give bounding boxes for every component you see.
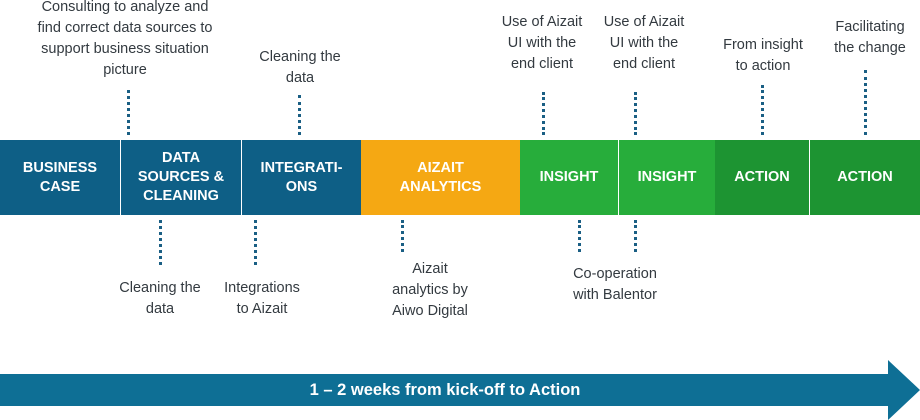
connector-above-insight-2	[634, 92, 637, 135]
stage-business-case: BUSINESS CASE	[0, 140, 120, 215]
connector-below-aizait-analytics	[401, 220, 404, 252]
connector-below-integrations	[254, 220, 257, 265]
stage-insight-1: INSIGHT	[520, 140, 618, 215]
note-below-aizait-analytics: Aizait analytics by Aiwo Digital	[392, 261, 468, 319]
stage-action-1: ACTION	[715, 140, 809, 215]
timeline-arrow	[0, 360, 920, 420]
note-below-insight: Co-operation with Balentor	[573, 266, 657, 303]
timeline-arrow-shape	[0, 360, 920, 420]
connector-below-data-sources	[159, 220, 162, 265]
stage-integrations: INTEGRATI- ONS	[241, 140, 361, 215]
connector-below-insight-1	[578, 220, 581, 252]
timeline-label: 1 – 2 weeks from kick-off to Action	[309, 380, 581, 399]
connector-above-insight-1	[542, 92, 545, 135]
connector-above-business-case	[127, 90, 130, 135]
note-above-action-1: From insight to action	[723, 37, 803, 74]
connector-above-action-1	[761, 85, 764, 135]
stage-data-sources-cleaning: DATA SOURCES & CLEANING	[120, 140, 241, 215]
stage-insight-2: INSIGHT	[618, 140, 715, 215]
note-above-integrations: Cleaning the data	[259, 49, 341, 86]
connector-above-integrations	[298, 95, 301, 135]
connector-below-insight-2	[634, 220, 637, 252]
stage-aizait-analytics: AIZAIT ANALYTICS	[361, 140, 520, 215]
note-above-action-2: Facilitating the change	[834, 19, 906, 56]
note-above-insight-2: Use of Aizait UI with the end client	[603, 14, 685, 72]
stage-action-2: ACTION	[809, 140, 920, 215]
note-above-business-case: Consulting to analyze and find correct d…	[37, 0, 213, 78]
note-above-insight-1: Use of Aizait UI with the end client	[501, 14, 583, 72]
connector-above-action-2	[864, 70, 867, 135]
note-below-integrations: Integrations to Aizait	[224, 280, 300, 317]
note-below-data-sources: Cleaning the data	[119, 280, 201, 317]
stage-bar: BUSINESS CASE DATA SOURCES & CLEANING IN…	[0, 140, 920, 215]
